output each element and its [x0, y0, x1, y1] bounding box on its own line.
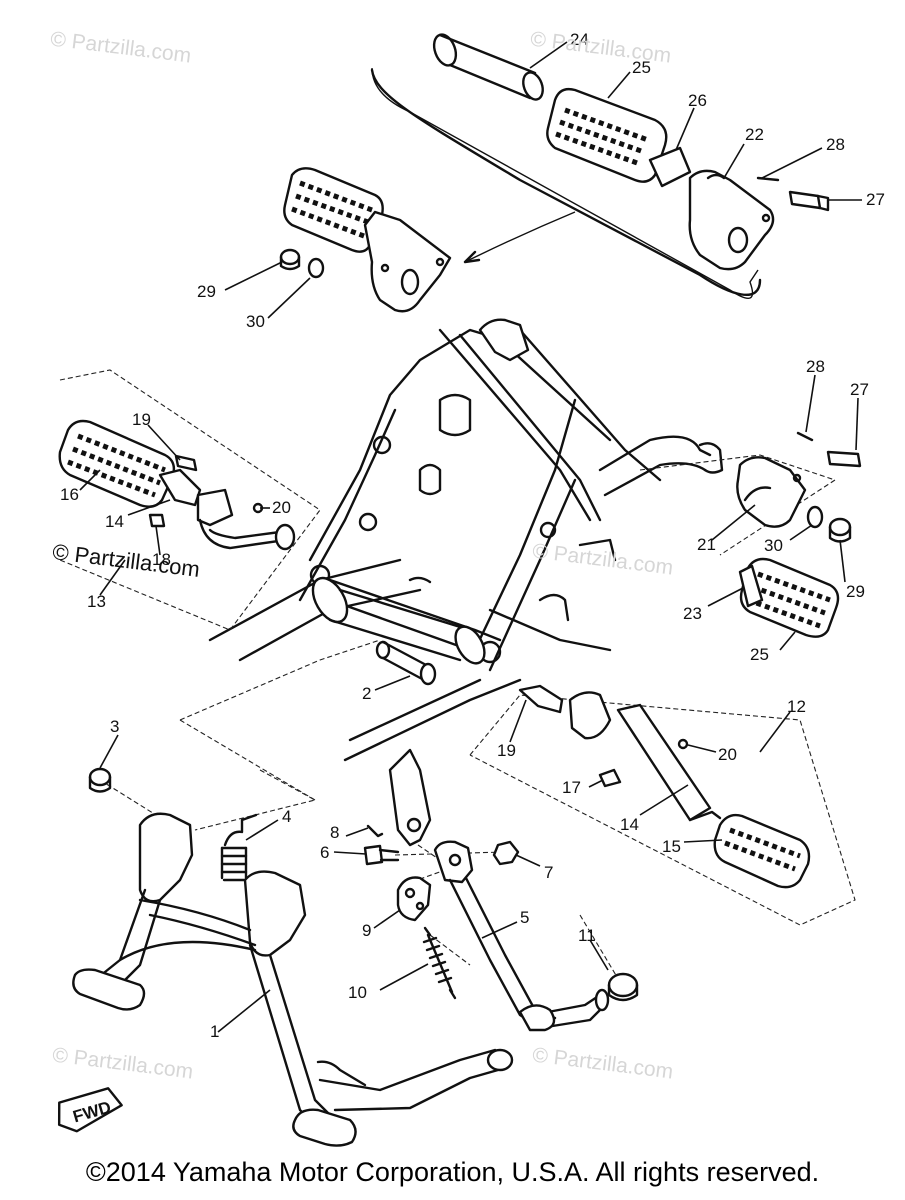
callout-1: 1 [210, 1022, 219, 1041]
callout-21: 21 [697, 535, 716, 554]
callout-13: 13 [87, 592, 106, 611]
part-6-bolt [363, 844, 400, 866]
leader-lines [79, 41, 862, 1033]
callout-15: 15 [662, 837, 681, 856]
callout-4: 4 [282, 807, 291, 826]
part-30-washer-upper [307, 257, 325, 279]
callout-28: 28 [806, 357, 825, 376]
callout-12: 12 [787, 697, 806, 716]
callout-27: 27 [866, 190, 885, 209]
callout-3: 3 [110, 717, 119, 736]
callout-30: 30 [246, 312, 265, 331]
callout-22: 22 [745, 125, 764, 144]
copyright-notice: ©2014 Yamaha Motor Corporation, U.S.A. A… [85, 1157, 820, 1187]
inset-detail [370, 67, 762, 299]
part-4-spring [220, 813, 258, 882]
callout-18: 18 [152, 550, 171, 569]
callout-2: 2 [362, 684, 371, 703]
callout-11: 11 [578, 926, 596, 945]
sidestand-bracket [388, 748, 432, 847]
callout-19: 19 [132, 410, 151, 429]
footrest-right-group [639, 431, 862, 638]
fwd-arrow-badge: FWD [57, 1087, 123, 1133]
part-2-pivot-bolt [375, 640, 437, 686]
callout-8: 8 [330, 823, 339, 842]
callout-25: 25 [632, 58, 651, 77]
callout-28: 28 [826, 135, 845, 154]
assembly-lines [99, 639, 621, 983]
callout-20: 20 [272, 498, 291, 517]
part-7-nut [492, 840, 520, 866]
footrest-left-upper [283, 167, 452, 313]
part-26-plate [648, 146, 692, 188]
callout-9: 9 [362, 921, 371, 940]
part-11-rubber-stop [607, 972, 639, 1002]
footrest-left-group [58, 369, 321, 631]
callout-19: 19 [497, 741, 516, 760]
callout-7: 7 [544, 863, 553, 882]
part-5-side-stand [433, 840, 610, 1032]
part-29-nut-upper [279, 248, 301, 271]
callout-27: 27 [850, 380, 869, 399]
callout-10: 10 [348, 983, 367, 1002]
callout-14: 14 [620, 815, 639, 834]
part-3-nut [88, 767, 112, 793]
callout-29: 29 [846, 582, 865, 601]
callout-25: 25 [750, 645, 769, 664]
callout-24: 24 [570, 30, 589, 49]
part-22-footrest-bracket-inset [688, 169, 775, 271]
callout-17: 17 [562, 778, 581, 797]
part-10-spring [422, 926, 457, 1000]
part-25-footrest-rubber-inset [546, 87, 668, 183]
callout-20: 20 [718, 745, 737, 764]
callout-14: 14 [105, 512, 124, 531]
part-24-pivot-shaft [432, 33, 544, 101]
part-1-main-stand [72, 812, 514, 1147]
frame [208, 318, 724, 762]
callout-26: 26 [688, 91, 707, 110]
callout-16: 16 [60, 485, 79, 504]
part-9-plate [396, 876, 432, 922]
part-27-28-bolt-pin-inset [756, 176, 830, 212]
callout-29: 29 [197, 282, 216, 301]
callout-23: 23 [683, 604, 702, 623]
callout-6: 6 [320, 843, 329, 862]
part-8-pin [366, 824, 384, 838]
callout-5: 5 [520, 908, 529, 927]
footrest-right-lower-group [469, 684, 856, 926]
callout-30: 30 [764, 536, 783, 555]
callout-labels: 24 25 26 22 28 27 29 30 28 27 19 16 14 2… [60, 30, 885, 1041]
